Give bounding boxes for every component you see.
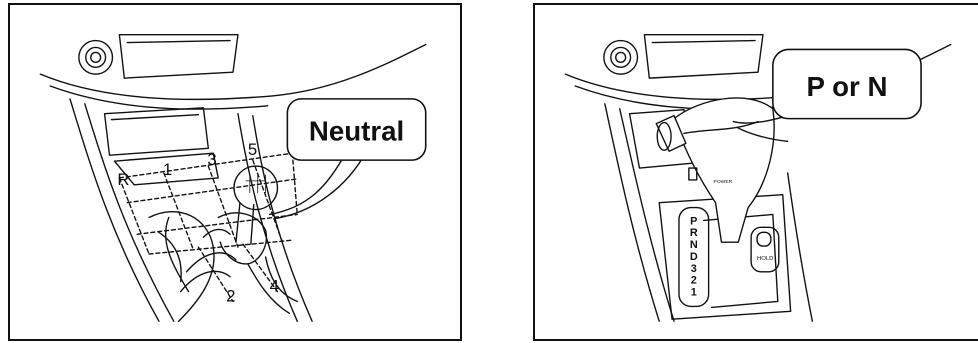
hold-switch-housing	[750, 226, 780, 273]
gear-label-2: 2	[226, 286, 235, 305]
air-vent	[118, 33, 239, 79]
p-or-n-callout-box	[772, 48, 922, 120]
shift-knob	[233, 165, 279, 211]
p-or-n-callout-text: P or N	[806, 71, 887, 102]
dash-knob	[603, 39, 639, 75]
automatic-shifter-drawing: P or N P R N D 3 2 1 POWER HOLD	[564, 33, 952, 322]
manual-shifter-drawing: Neutral R 1 3 5 2 4	[39, 33, 427, 322]
console-left-edge	[69, 98, 160, 322]
neutral-callout-text: Neutral	[309, 115, 404, 146]
dash-knob	[78, 39, 114, 75]
shift-pos-p: P	[690, 215, 697, 227]
shift-pos-r: R	[690, 227, 698, 239]
side-switch	[688, 167, 698, 181]
dashboard-edge	[39, 43, 427, 101]
shift-pos-2: 2	[691, 275, 697, 287]
gear-label-5: 5	[248, 140, 257, 159]
gear-label-3: 3	[207, 150, 216, 169]
gear-label-1: 1	[163, 160, 172, 179]
gear-label-r: R	[117, 170, 129, 189]
shift-pattern-grid	[118, 152, 298, 303]
shift-pos-3: 3	[691, 263, 697, 275]
storage-tray-upper	[103, 107, 210, 156]
shift-boot	[148, 211, 215, 322]
manual-shifter-illustration: Neutral R 1 3 5 2 4	[8, 3, 462, 341]
air-vent	[643, 33, 764, 79]
shift-pos-1: 1	[691, 287, 697, 299]
shift-pos-d: D	[690, 251, 698, 263]
neutral-callout-box	[286, 98, 427, 161]
power-label: POWER	[714, 179, 733, 185]
shift-position-indicator	[678, 206, 710, 308]
gear-label-4: 4	[270, 277, 279, 296]
automatic-shifter-illustration: P or N P R N D 3 2 1 POWER HOLD	[533, 3, 978, 341]
shift-pos-n: N	[690, 239, 698, 251]
hold-label: HOLD	[757, 256, 773, 262]
callout-leader	[268, 150, 348, 216]
hand	[217, 212, 268, 265]
console-left-edge	[604, 103, 660, 322]
shift-lever	[673, 97, 775, 243]
